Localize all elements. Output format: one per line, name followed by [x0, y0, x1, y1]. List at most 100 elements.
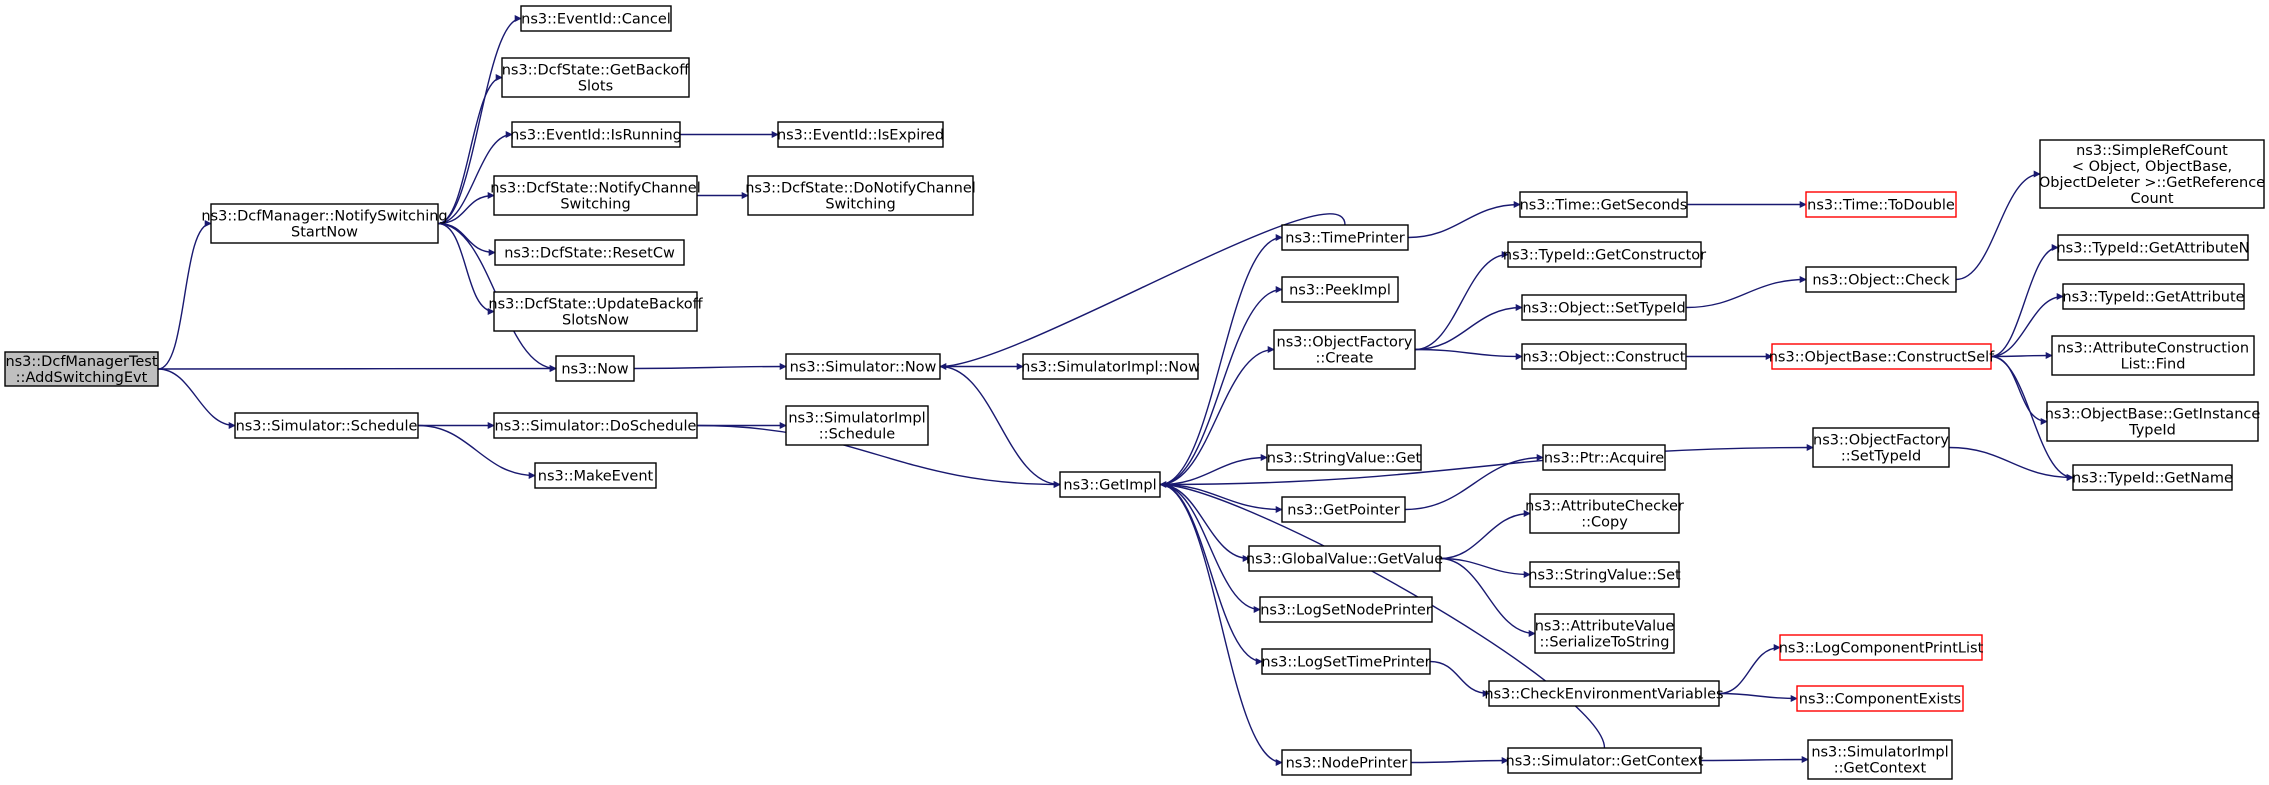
edge-ofcreate-to-construct: [1414, 348, 1523, 360]
node-getpointer[interactable]: ns3::GetPointer: [1281, 496, 1406, 523]
node-construct[interactable]: ns3::Object::Construct: [1521, 343, 1687, 370]
node-peekimpl[interactable]: ns3::PeekImpl: [1281, 276, 1399, 303]
node-box: [534, 462, 657, 489]
node-schedule[interactable]: ns3::Simulator::Schedule: [234, 412, 419, 439]
node-label: ns3::SimulatorImpl: [788, 411, 925, 427]
node-box: [1534, 613, 1675, 654]
edge-getimpl-to-gvgetvalue: [1159, 483, 1250, 562]
node-ptracquire[interactable]: ns3::Ptr::Acquire: [1542, 444, 1666, 471]
node-accopy[interactable]: ns3::AttributeChecker::Copy: [1525, 493, 1684, 534]
node-compexists[interactable]: ns3::ComponentExists: [1796, 685, 1964, 712]
node-box: [493, 175, 698, 216]
node-label: ns3::ComponentExists: [1799, 692, 1962, 708]
node-resetcw[interactable]: ns3::DcfState::ResetCw: [494, 239, 685, 266]
node-label: ns3::LogSetNodePrinter: [1260, 603, 1432, 619]
node-avserialize[interactable]: ns3::AttributeValue::SerializeToString: [1534, 613, 1675, 654]
node-label: ns3::Now: [561, 362, 628, 378]
node-label: ns3::StringValue::Set: [1528, 568, 1681, 584]
node-stringget[interactable]: ns3::StringValue::Get: [1266, 444, 1422, 471]
edge-timeprinter-to-getseconds: [1407, 201, 1521, 239]
node-settypeid[interactable]: ns3::Object::SetTypeId: [1521, 294, 1687, 321]
node-objcheck[interactable]: ns3::Object::Check: [1805, 266, 1957, 293]
edge-arrow: [696, 424, 1061, 488]
node-isrunning[interactable]: ns3::EventId::IsRunning: [510, 121, 682, 148]
node-stringset[interactable]: ns3::StringValue::Set: [1528, 561, 1681, 588]
edge-gvgetvalue-to-avserialize: [1439, 557, 1536, 637]
node-box: [4, 351, 159, 387]
node-getattrn[interactable]: ns3::TypeId::GetAttributeN: [2056, 234, 2250, 261]
edge-notify-to-resetcw: [437, 222, 496, 256]
node-logsetnode[interactable]: ns3::LogSetNodePrinter: [1259, 596, 1433, 623]
node-ofcreate[interactable]: ns3::ObjectFactory::Create: [1273, 329, 1416, 370]
edge-arrow: [157, 220, 212, 370]
node-label: ns3::Simulator::Now: [790, 360, 937, 376]
edge-constructself-to-getname: [1990, 355, 2074, 481]
edge-checkenv-to-logcompprint: [1718, 644, 1781, 695]
node-gvgetvalue[interactable]: ns3::GlobalValue::GetValue: [1246, 545, 1443, 572]
edge-getimpl-to-logsettime: [1159, 483, 1263, 665]
edge-arrow: [437, 222, 495, 315]
node-root[interactable]: ns3::DcfManagerTest::AddSwitchingEvt: [4, 351, 159, 387]
node-label: ::SerializeToString: [1540, 635, 1670, 651]
node-getimpl[interactable]: ns3::GetImpl: [1059, 471, 1161, 498]
node-doschedule[interactable]: ns3::Simulator::DoSchedule: [493, 412, 698, 439]
edge-logsettime-to-checkenv: [1429, 660, 1490, 697]
node-label: ns3::EventId::Cancel: [521, 12, 671, 28]
node-todouble[interactable]: ns3::Time::ToDouble: [1805, 191, 1957, 218]
node-makeevent[interactable]: ns3::MakeEvent: [534, 462, 657, 489]
node-getattr[interactable]: ns3::TypeId::GetAttribute: [2062, 283, 2245, 310]
node-nodeprinter[interactable]: ns3::NodePrinter: [1281, 749, 1412, 776]
node-label: ns3::GetPointer: [1287, 503, 1400, 519]
node-logsettime[interactable]: ns3::LogSetTimePrinter: [1261, 648, 1431, 675]
node-simnow[interactable]: ns3::Simulator::Now: [785, 353, 941, 380]
edge-getpointer-to-ptracquire: [1404, 454, 1544, 511]
edge-arrow: [1439, 557, 1536, 637]
node-now[interactable]: ns3::Now: [555, 355, 635, 382]
node-box: [493, 291, 698, 332]
node-label: ns3::LogComponentPrintList: [1779, 641, 1984, 657]
node-box: [1281, 276, 1399, 303]
node-cancel[interactable]: ns3::EventId::Cancel: [520, 5, 672, 32]
node-box: [511, 121, 681, 148]
node-checkenv[interactable]: ns3::CheckEnvironmentVariables: [1484, 680, 1724, 707]
edge-arrow: [1404, 454, 1544, 511]
node-logcompprint[interactable]: ns3::LogComponentPrintList: [1779, 634, 1984, 661]
node-getcontext[interactable]: ns3::Simulator::GetContext: [1506, 747, 1704, 774]
node-getconstructor[interactable]: ns3::TypeId::GetConstructor: [1503, 241, 1706, 268]
node-label: ns3::DcfState::UpdateBackoff: [488, 297, 703, 313]
node-simplerefcount[interactable]: ns3::SimpleRefCount< Object, ObjectBase,…: [2039, 139, 2265, 209]
node-label: Count: [2130, 191, 2173, 207]
node-timeprinter[interactable]: ns3::TimePrinter: [1281, 224, 1409, 251]
node-constructself[interactable]: ns3::ObjectBase::ConstructSelf: [1769, 343, 1995, 370]
node-label: ns3::CheckEnvironmentVariables: [1484, 687, 1723, 703]
edge-arrow: [1955, 170, 2041, 281]
node-getname[interactable]: ns3::TypeId::GetName: [2072, 464, 2233, 491]
edge-arrow: [1159, 286, 1283, 486]
edge-notify-to-updatebackoff: [437, 222, 495, 315]
node-label: ns3::ObjectFactory: [1277, 335, 1413, 351]
edge-nodeprinter-to-getcontext: [1410, 757, 1509, 765]
node-label: ::GetContext: [1834, 761, 1927, 777]
node-label: ns3::Object::Construct: [1523, 350, 1686, 366]
edge-arrow: [1990, 352, 2053, 360]
node-implschedule[interactable]: ns3::SimulatorImpl::Schedule: [785, 405, 929, 446]
node-implnow[interactable]: ns3::SimulatorImpl::Now: [1021, 353, 1200, 380]
edge-gvgetvalue-to-accopy: [1439, 510, 1531, 560]
node-ofsettypeid[interactable]: ns3::ObjectFactory::SetTypeId: [1812, 427, 1950, 468]
node-label: ns3::Object::Check: [1812, 273, 1950, 289]
node-label: ns3::DcfManager::NotifySwitching: [201, 209, 447, 225]
node-implgetcontext[interactable]: ns3::SimulatorImpl::GetContext: [1807, 739, 1953, 780]
node-box: [1507, 241, 1702, 268]
node-isexpired[interactable]: ns3::EventId::IsExpired: [777, 121, 944, 148]
node-layer: ns3::DcfManagerTest::AddSwitchingEvtns3:…: [4, 5, 2265, 780]
node-getseconds[interactable]: ns3::Time::GetSeconds: [1519, 191, 1688, 218]
node-box: [1779, 634, 1983, 661]
node-label: Switching: [825, 197, 895, 213]
